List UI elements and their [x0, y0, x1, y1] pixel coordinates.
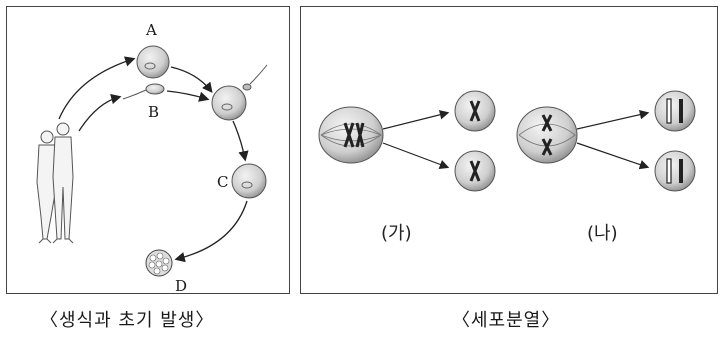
label-d: D [175, 277, 187, 295]
morula-d [145, 249, 173, 277]
fertilization-cell [211, 64, 268, 121]
arrow-to-a [58, 56, 136, 120]
process-arrows [58, 56, 249, 263]
dividing-cell-ga [318, 106, 384, 164]
caption-reproduction: 〈생식과 초기 발생〉 [40, 310, 215, 331]
label-na: (나) [587, 223, 618, 244]
label-b: B [148, 103, 159, 121]
arrow-to-b [78, 94, 122, 132]
zygote-cell-c [231, 163, 267, 199]
dividing-cell-na [516, 106, 578, 164]
sperm-cell-b [122, 83, 165, 100]
reproduction-diagram: A B C D [36, 21, 268, 295]
arrow-c-to-d [174, 200, 248, 263]
cell-division-panel: (가) (나) [300, 6, 718, 294]
arrows-ga [382, 110, 450, 169]
label-ga: (가) [381, 223, 412, 244]
arrow-b-to-fertilization [166, 90, 210, 102]
label-c: C [217, 173, 228, 191]
label-a: A [145, 21, 157, 39]
cell-division-diagram: (가) (나) [318, 90, 696, 244]
couple-figure [36, 122, 74, 244]
daughter-cell-ga-bottom [454, 150, 496, 192]
egg-cell-a [136, 45, 170, 79]
reproduction-development-panel: A B C D [6, 6, 290, 295]
daughter-cell-na-bottom [654, 150, 696, 192]
daughter-cell-ga-top [454, 90, 496, 132]
caption-cell-division: 〈세포분열〉 [452, 310, 561, 331]
daughter-cell-na-top [654, 90, 696, 132]
arrow-a-to-fertilization [170, 66, 213, 94]
arrow-fertilization-to-c [232, 120, 249, 162]
arrows-na [576, 109, 650, 170]
